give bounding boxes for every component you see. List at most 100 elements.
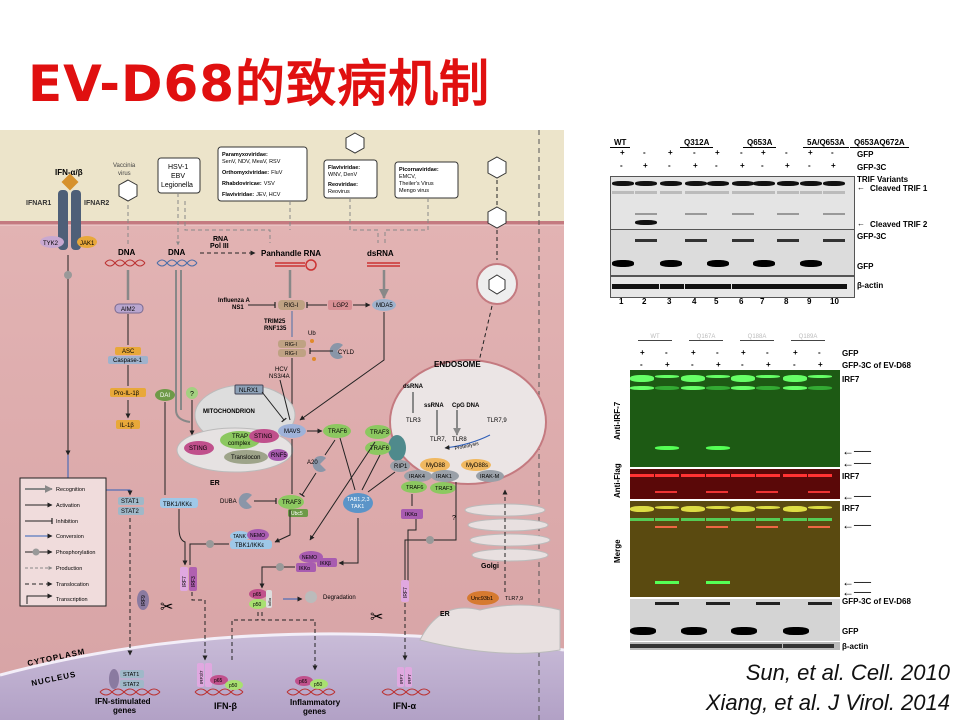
- blot2-irf7-band: [783, 375, 807, 382]
- blot1-gfp3c-sign: -: [761, 161, 764, 170]
- flavi-text: Flaviviridae: WNV, DenV Reoviridae: Reov…: [328, 165, 362, 195]
- ebv-label: EBV: [171, 173, 185, 180]
- golgi-organelle: [471, 548, 549, 562]
- sting-label: STING: [189, 446, 208, 452]
- traf3-node-2: [365, 425, 391, 439]
- blot2-actin-band: [681, 644, 707, 648]
- blot2-label-gfp: GFP: [842, 627, 859, 636]
- stat1-node: [118, 497, 144, 505]
- isg-label-2: genes: [113, 706, 137, 715]
- p50-label: p50: [253, 602, 262, 608]
- blot2-flag-band: [706, 474, 730, 477]
- ifna-promoter: IRF7 IRF7 IFN-α: [381, 667, 431, 711]
- blot2-gfp-sign: +: [691, 348, 696, 357]
- legend-box: [19, 477, 107, 607]
- tbk1-complex-node: [230, 540, 272, 549]
- blot2-merge-band: [630, 506, 654, 512]
- sting-node-2: [249, 429, 279, 443]
- blot2-cleaved-flag-band: [756, 491, 778, 493]
- legend-recognition: Recognition: [56, 487, 85, 493]
- cleavage-arrow-icon: ←──: [842, 518, 872, 532]
- paramyxo-text: Paramyxoviridae: SenV, NDV, MeaV, RSV Or…: [222, 152, 284, 198]
- mavs-label: MAVS: [284, 429, 301, 435]
- blot1-gfp-sign: -: [693, 148, 696, 157]
- jak1-node: [77, 236, 97, 248]
- blot2-label-actin: β-actin: [842, 642, 869, 651]
- blot1-lane-number: 10: [830, 297, 839, 306]
- vaccinia-label-2: virus: [118, 171, 131, 177]
- p65-label: p65: [253, 592, 262, 598]
- blot1-group-label: Q653AQ672A: [850, 138, 909, 148]
- blot2-merge-band: [808, 506, 832, 509]
- sting-node: [184, 441, 214, 455]
- caspase1-label: Caspase-1: [113, 358, 143, 364]
- cleavage-arrow-icon: ←──: [842, 575, 872, 589]
- er-label-2: ER: [440, 611, 450, 618]
- blot2-merge-band: [756, 518, 780, 521]
- blot2-irf7-band: [681, 375, 705, 382]
- nuclear-irf7-label: IRF7: [399, 674, 404, 684]
- virus-hexagon-icon: [487, 156, 507, 179]
- cleavage-arrow-icon: ←──: [842, 444, 872, 458]
- proteolysis-label: Proteolysis: [454, 441, 480, 452]
- blot2-flag-band: [655, 474, 679, 477]
- ikkb-label: IKKβ: [320, 561, 331, 567]
- blot2-gfp-sign: +: [793, 348, 798, 357]
- unknown-sensor-node: [186, 387, 198, 399]
- blot1-actin-band: [635, 284, 659, 289]
- endosome-label: ENDOSOME: [434, 360, 481, 369]
- golgi-organelle: [469, 533, 551, 547]
- blot1-gfp-band: [707, 260, 729, 267]
- blot1-gfp3c-sign: +: [831, 161, 836, 170]
- blot1-label-trif: TRIF Variants: [857, 175, 909, 184]
- irf3-node: [189, 567, 197, 591]
- ikkb-node: [317, 558, 337, 567]
- blot2-actin-band: [808, 644, 834, 648]
- blot2-flag-band: [630, 474, 654, 477]
- aim2-node: [114, 303, 144, 314]
- blot1-gfp-sign: +: [715, 148, 720, 157]
- tank-label: TANK: [233, 534, 247, 540]
- blot2-gfp-band: [630, 627, 656, 635]
- blot1-lane-number: 4: [692, 297, 697, 306]
- trif-node: [388, 435, 406, 461]
- cleavage-arrow-icon: ←──: [842, 585, 872, 599]
- traf6-label: TRAF6: [328, 429, 348, 435]
- blot1-panel-trif: [610, 176, 855, 230]
- blot2-merge-band: [655, 506, 679, 509]
- tbk1-complex-label: TBK1/IKKε: [235, 543, 264, 549]
- blot2-cleaved-band: [706, 446, 730, 450]
- cleavage-arrow-icon: ←──: [842, 456, 872, 470]
- ifnb-p50-label: p50: [229, 683, 238, 689]
- legend-translocation: Translocation: [56, 582, 89, 588]
- blot2-flag-band: [756, 474, 780, 477]
- blot2-gfp3c-sign: +: [665, 360, 670, 369]
- rigi-node: [278, 300, 305, 310]
- blot1-gfp3c-band: [732, 239, 754, 242]
- blot2-merge-band: [731, 506, 755, 512]
- blot2-irf7-band: [630, 386, 654, 390]
- er-organelle-2: [419, 604, 561, 654]
- blot1-actin-band: [800, 284, 824, 289]
- blot2-flag-band: [783, 474, 807, 477]
- ikba-label: IκBα: [267, 597, 272, 606]
- ikka-node: [296, 563, 316, 572]
- lgp2-label: LGP2: [333, 303, 349, 309]
- blot1-lane-number: 1: [619, 297, 624, 306]
- irf9-node: [137, 590, 149, 610]
- blot2-merge-band: [630, 518, 654, 521]
- blot2-gfp-label: GFP: [842, 349, 859, 358]
- rigi-label: RIG-I: [285, 351, 297, 357]
- blot1-gfp-band: [612, 260, 634, 267]
- blot1-gfp3c-sign: +: [643, 161, 648, 170]
- unknown-sensor-label: ?: [190, 391, 194, 398]
- er-label: ER: [210, 480, 220, 487]
- blot2-actin-band: [630, 644, 656, 648]
- mavs-node: [278, 424, 306, 438]
- blot1-gfp3c-band: [685, 239, 707, 242]
- ubc5-node: [288, 509, 308, 517]
- blot1-actin-band: [823, 284, 847, 289]
